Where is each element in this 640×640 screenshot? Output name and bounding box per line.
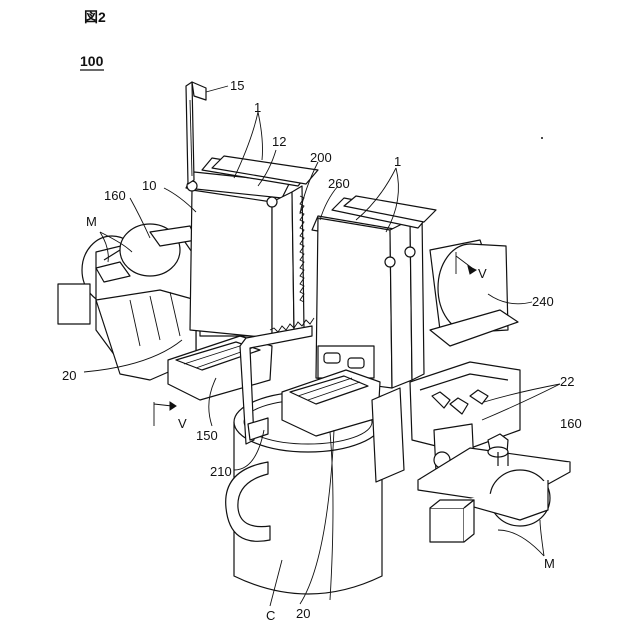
label-1-right: 1: [394, 154, 401, 169]
label-20-bottom: 20: [296, 606, 310, 621]
label-20-left: 20: [62, 368, 76, 383]
label-c: C: [266, 608, 275, 623]
label-160-left: 160: [104, 188, 126, 203]
left-cartridge: [186, 156, 318, 338]
label-150: 150: [196, 428, 218, 443]
label-10: 10: [142, 178, 156, 193]
label-1-top: 1: [254, 100, 261, 115]
figure-title: 図2: [84, 9, 106, 25]
label-160-right: 160: [560, 416, 582, 431]
label-v-right: V: [478, 266, 487, 281]
right-cartridge: [312, 196, 436, 388]
label-22: 22: [560, 374, 574, 389]
label-15: 15: [230, 78, 244, 93]
label-v-left: V: [178, 416, 187, 431]
label-12: 12: [272, 134, 286, 149]
right-lower-assembly: [410, 362, 570, 542]
scan-speck: [541, 137, 543, 139]
label-200: 200: [310, 150, 332, 165]
label-260: 260: [328, 176, 350, 191]
label-m-left: M: [86, 214, 97, 229]
label-240: 240: [532, 294, 554, 309]
figure-ref: 100: [80, 53, 104, 69]
label-210: 210: [210, 464, 232, 479]
label-m-right: M: [544, 556, 555, 571]
right-motor-240: [430, 240, 518, 346]
